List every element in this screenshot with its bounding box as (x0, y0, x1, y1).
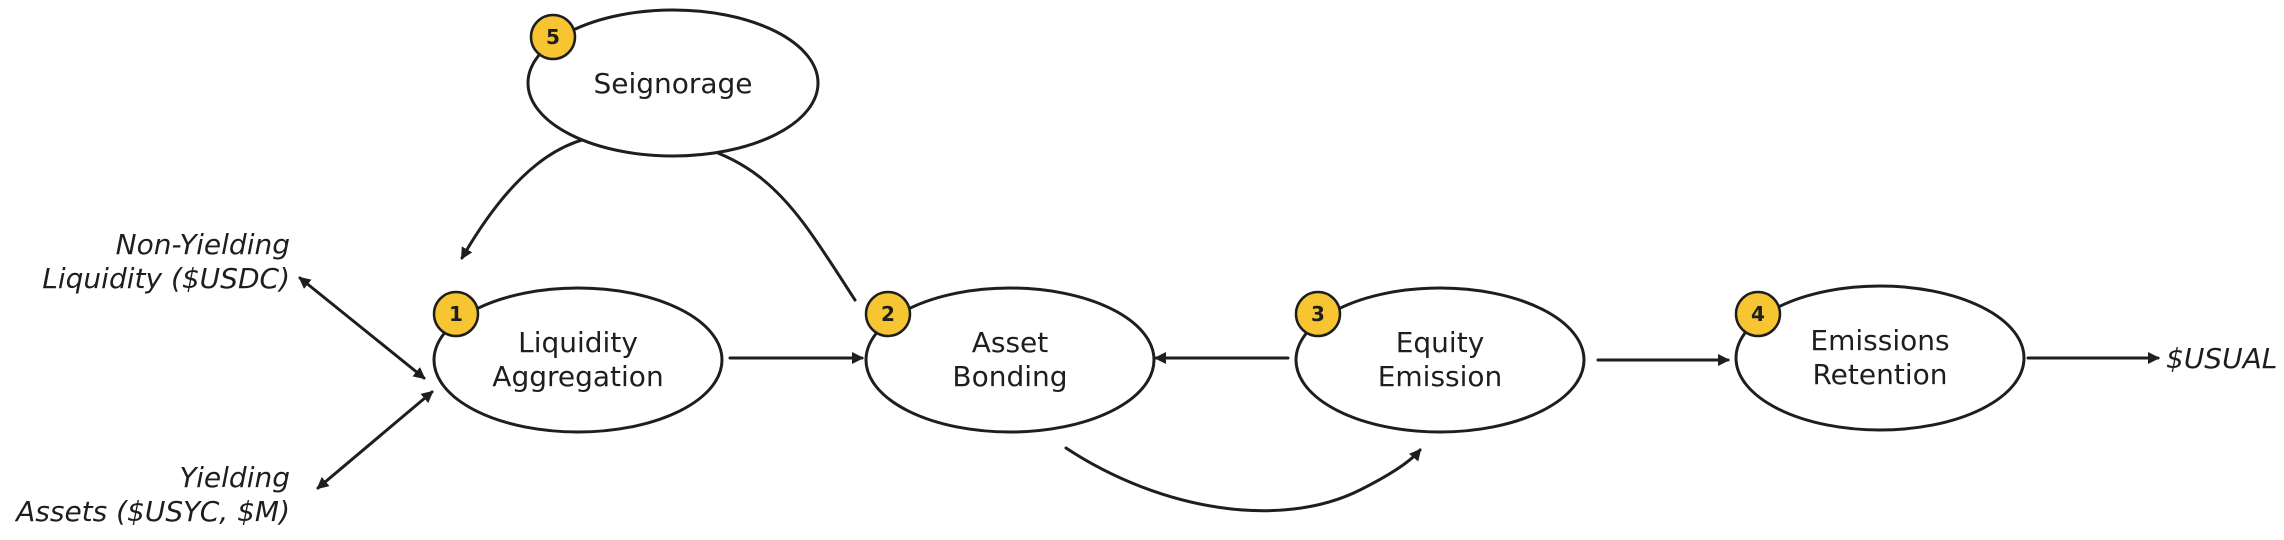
non-yielding-line2: Liquidity ($USDC) (42, 262, 290, 295)
usual-output-label: $USUAL (2166, 342, 2277, 375)
seignorage-badge (529, 13, 577, 61)
equity-emission-node: Equity Emission 3 (1294, 286, 1586, 434)
equity-emission-badge-number: 3 (1311, 302, 1325, 326)
equity-emission-line1: Equity (1396, 326, 1485, 359)
liquidity-aggregation-badge (432, 290, 480, 338)
asset-bonding-line2: Bonding (952, 360, 1067, 393)
equity-emission-badge (1294, 290, 1342, 338)
seignorage-badge-number: 5 (546, 25, 560, 49)
seignorage-label: Seignorage (593, 67, 752, 100)
bonding-to-equity-arrow (1064, 446, 1422, 513)
equity-emission-line2: Emission (1378, 360, 1503, 393)
emissions-retention-line2: Retention (1812, 358, 1947, 391)
asset-bonding-badge (864, 290, 912, 338)
non-yielding-to-liquidity-arrow (298, 276, 426, 380)
seignorage-loop-arrow (460, 133, 857, 302)
liquidity-aggregation-badge-number: 1 (449, 302, 463, 326)
liquidity-aggregation-line1: Liquidity (518, 326, 638, 359)
non-yielding-input: Non-Yielding Liquidity ($USDC) (42, 228, 290, 295)
emissions-retention-badge-number: 4 (1751, 302, 1765, 326)
asset-bonding-node: Asset Bonding 2 (864, 286, 1156, 434)
yielding-line2: Assets ($USYC, $M) (14, 495, 290, 528)
asset-bonding-badge-number: 2 (881, 302, 895, 326)
liquidity-aggregation-line2: Aggregation (492, 360, 663, 393)
asset-bonding-line1: Asset (972, 326, 1049, 359)
liquidity-aggregation-node: Liquidity Aggregation 1 (432, 286, 724, 434)
yielding-line1: Yielding (180, 461, 290, 494)
seignorage-node: Seignorage 5 (526, 8, 820, 158)
emissions-retention-node: Emissions Retention 4 (1734, 284, 2026, 432)
emissions-retention-badge (1734, 290, 1782, 338)
yielding-input: Yielding Assets ($USYC, $M) (14, 461, 290, 528)
non-yielding-line1: Non-Yielding (116, 228, 290, 261)
emissions-retention-line1: Emissions (1810, 324, 1949, 357)
yielding-to-liquidity-arrow (316, 390, 434, 490)
